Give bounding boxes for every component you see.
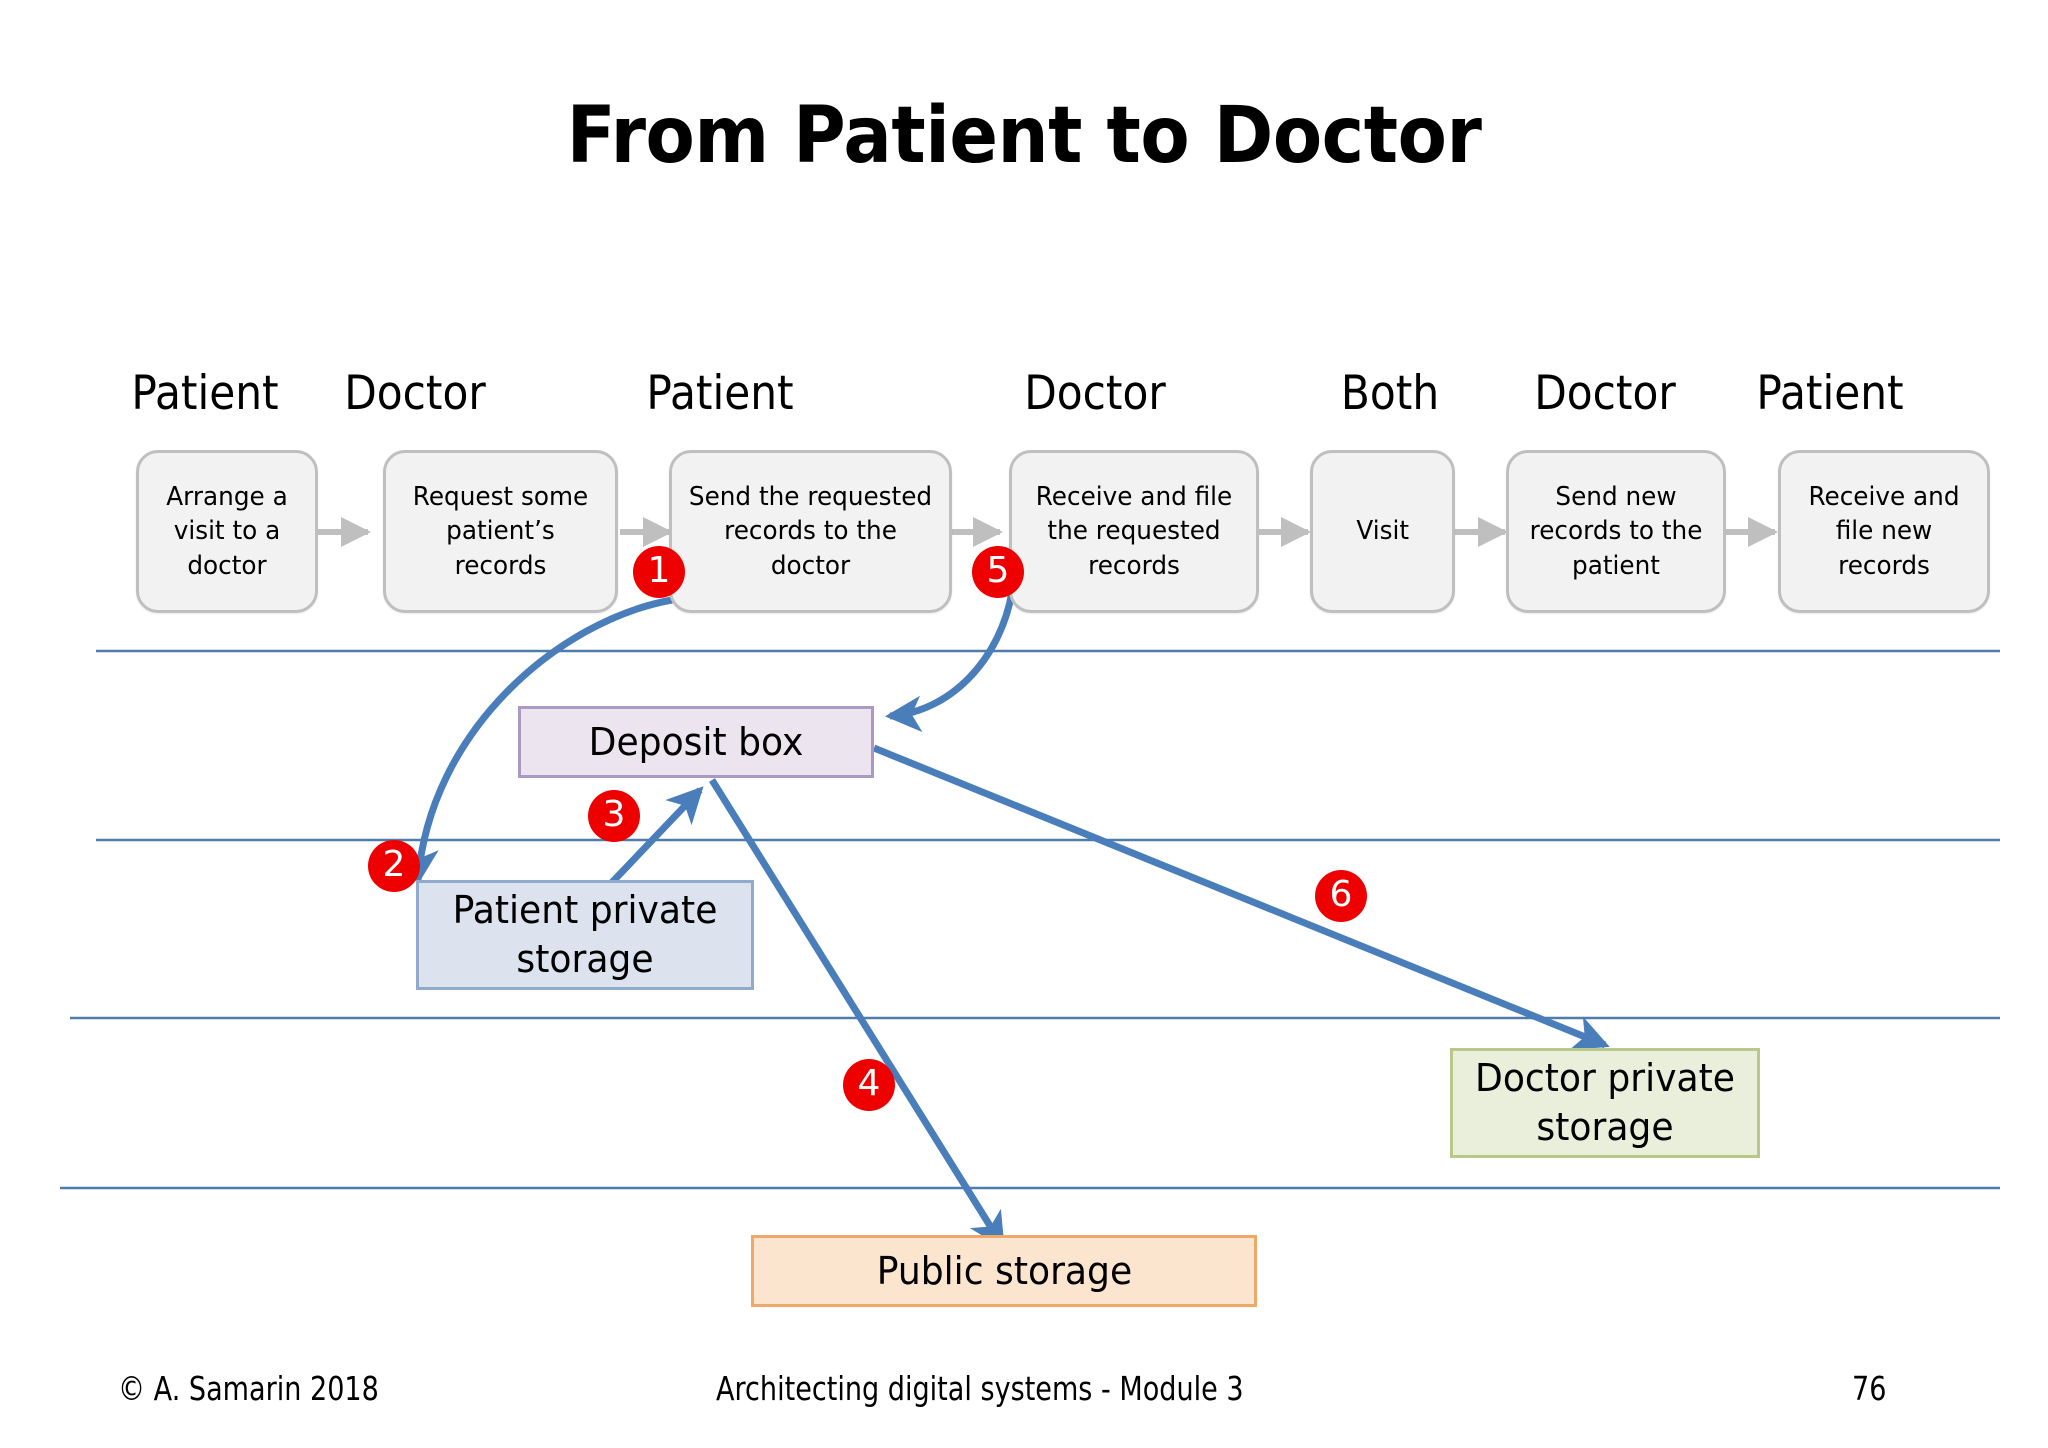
storage-box-deposit-box[interactable]: Deposit box <box>518 706 874 778</box>
flow-badge-label: 2 <box>382 844 406 885</box>
footer-page-number: 76 <box>1852 1369 1887 1408</box>
lane-header-both: Both <box>1340 366 1440 421</box>
process-box-label: Request some patient’s records <box>412 482 589 581</box>
flow-badge-3: 3 <box>588 790 640 842</box>
flow-badge-4: 4 <box>843 1059 895 1111</box>
lane-header-patient-2: Patient <box>646 366 794 421</box>
flow-arrow-4 <box>709 778 1005 1250</box>
lane-header-patient-3: Patient <box>1756 366 1904 421</box>
process-box-label: Visit <box>1356 516 1409 547</box>
flow-badge-6: 6 <box>1315 870 1367 922</box>
storage-box-public-storage[interactable]: Public storage <box>751 1235 1257 1307</box>
process-box-send-requested-records[interactable]: Send the requested records to the doctor <box>669 450 952 613</box>
storage-box-label: Public storage <box>876 1248 1132 1293</box>
storage-box-doctor-private-storage[interactable]: Doctor private storage <box>1450 1048 1760 1158</box>
process-box-label: Send new records to the patient <box>1529 482 1703 581</box>
storage-box-label: Doctor private storage <box>1475 1056 1735 1149</box>
flow-badge-label: 4 <box>857 1063 881 1104</box>
lane-header-doctor-1: Doctor <box>344 366 486 421</box>
storage-box-patient-private-storage[interactable]: Patient private storage <box>416 880 754 990</box>
process-box-receive-file-requested[interactable]: Receive and file the requested records <box>1009 450 1259 613</box>
storage-box-label: Deposit box <box>588 719 804 764</box>
footer-copyright: © A. Samarin 2018 <box>118 1369 379 1408</box>
lane-header-doctor-2: Doctor <box>1024 366 1166 421</box>
storage-box-label: Patient private storage <box>452 888 718 981</box>
process-box-receive-file-new[interactable]: Receive and file new records <box>1778 450 1990 613</box>
flow-badge-1: 1 <box>633 546 685 598</box>
flow-badge-label: 6 <box>1329 874 1353 915</box>
lane-header-patient-1: Patient <box>131 366 279 421</box>
process-box-arrange-visit[interactable]: Arrange a visit to a doctor <box>136 450 318 613</box>
process-box-request-records[interactable]: Request some patient’s records <box>383 450 618 613</box>
flow-badge-5: 5 <box>972 546 1024 598</box>
flow-arrow-6 <box>872 744 1610 1051</box>
flow-badge-2: 2 <box>368 840 420 892</box>
process-box-label: Receive and file new records <box>1808 482 1960 581</box>
flow-badge-label: 1 <box>647 550 671 591</box>
flow-badge-label: 3 <box>602 794 626 835</box>
process-box-label: Arrange a visit to a doctor <box>166 482 288 581</box>
flow-badge-label: 5 <box>986 550 1010 591</box>
process-box-send-new-records[interactable]: Send new records to the patient <box>1506 450 1726 613</box>
page-title: From Patient to Doctor <box>566 91 1482 181</box>
footer-course-name: Architecting digital systems - Module 3 <box>716 1369 1244 1408</box>
lane-header-doctor-3: Doctor <box>1534 366 1676 421</box>
process-box-label: Send the requested records to the doctor <box>688 482 933 581</box>
process-box-label: Receive and file the requested records <box>1035 482 1233 581</box>
process-box-visit[interactable]: Visit <box>1310 450 1455 613</box>
